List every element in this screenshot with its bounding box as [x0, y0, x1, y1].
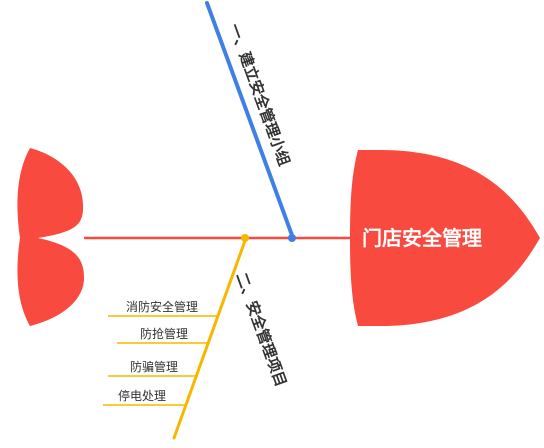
fish-tail — [17, 148, 84, 326]
sub-item-label-2: 防抢管理 — [140, 326, 188, 341]
branch-line-upper — [205, 1, 295, 240]
branch-dot-upper — [288, 234, 296, 242]
sub-item-label-3: 防骗管理 — [130, 359, 178, 374]
branch-label-lower: 二、安全管理项目 — [232, 270, 290, 389]
sub-item-label-4: 停电处理 — [118, 388, 166, 403]
sub-item-label-1: 消防安全管理 — [126, 299, 198, 314]
branch-dot-lower — [241, 234, 249, 242]
fish-head — [350, 150, 540, 326]
head-title: 门店安全管理 — [362, 226, 482, 250]
